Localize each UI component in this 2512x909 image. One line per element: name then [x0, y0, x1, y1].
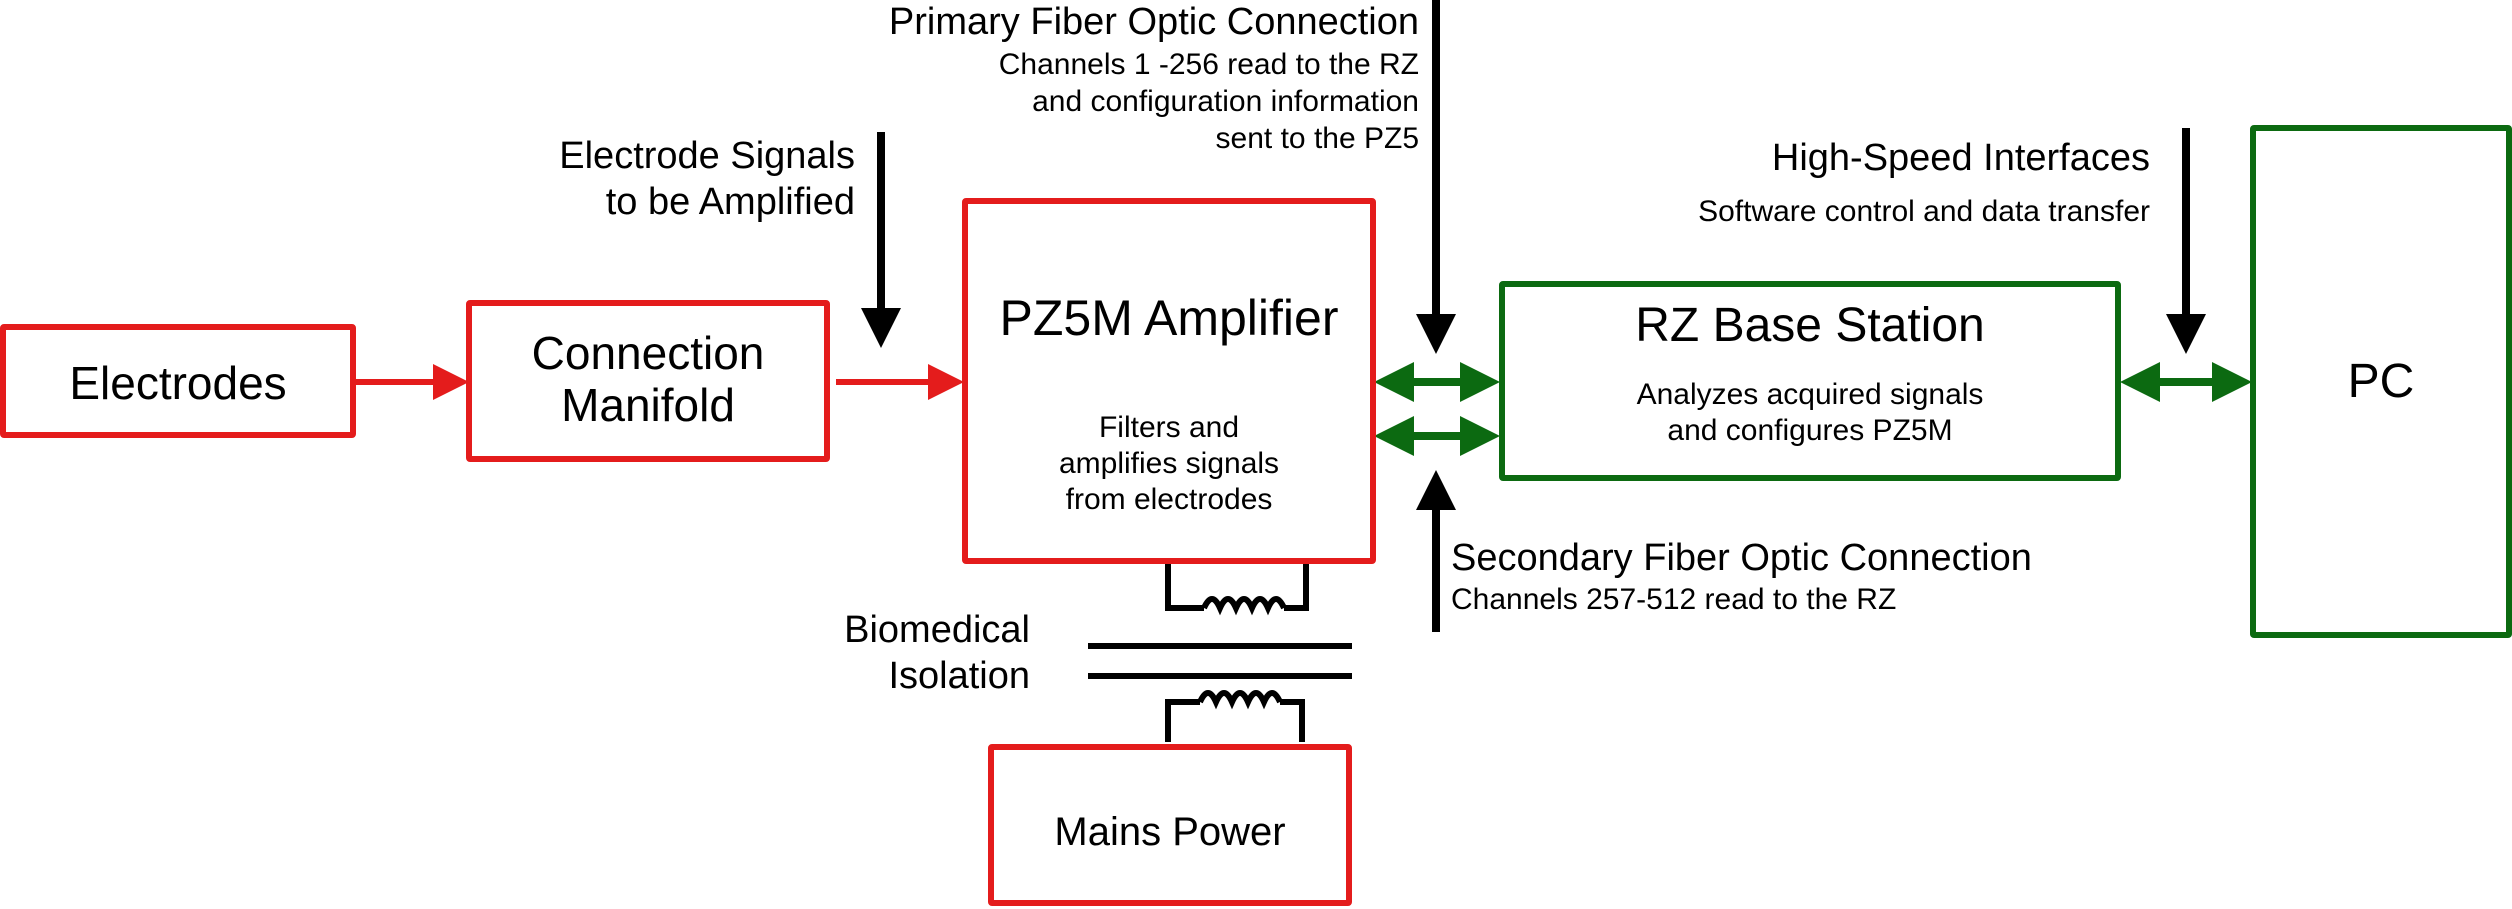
- primary-fiber-title: Primary Fiber Optic Connection: [888, 1, 1419, 43]
- secondary-fiber-desc: Channels 257-512 read to the RZ: [1451, 582, 1897, 616]
- biomedical-isolation-line-1: Biomedical: [844, 609, 1030, 651]
- rz-base-station-box: RZ Base Station Analyzes acquired signal…: [1499, 281, 2121, 481]
- isolation-transformer-icon: [1088, 562, 1352, 742]
- connection-manifold-title: Connection Manifold: [472, 327, 824, 431]
- electrodes-box: Electrodes: [0, 324, 356, 438]
- pz5m-amplifier-box: PZ5M Amplifier Filters and amplifies sig…: [962, 198, 1376, 564]
- high-speed-interfaces-label: High-Speed Interfaces Software control a…: [1698, 136, 2150, 230]
- electrode-signals-label: Electrode Signals to be Amplified: [559, 134, 855, 225]
- pz5m-desc-line-1: Filters and: [1098, 411, 1240, 444]
- primary-fiber-label: Primary Fiber Optic Connection Channels …: [889, 0, 1419, 157]
- rz-base-station-description: Analyzes acquired signals and configures…: [1505, 377, 2115, 449]
- primary-fiber-desc-line-3: sent to the PZ5: [1215, 121, 1419, 155]
- pz5m-desc-line-2: amplifies signals: [1058, 447, 1280, 480]
- pz5m-amplifier-title: PZ5M Amplifier: [999, 290, 1339, 346]
- pz5m-desc-line-3: from electrodes: [1065, 483, 1273, 516]
- pc-title: PC: [2347, 355, 2415, 408]
- connection-manifold-box: Connection Manifold: [466, 300, 830, 462]
- rz-base-station-title: RZ Base Station: [1635, 299, 1985, 352]
- mains-power-title: Mains Power: [1054, 810, 1286, 854]
- secondary-fiber-title: Secondary Fiber Optic Connection: [1451, 537, 2032, 579]
- primary-fiber-desc-line-1: Channels 1 -256 read to the RZ: [998, 47, 1419, 81]
- high-speed-title: High-Speed Interfaces: [1771, 137, 2150, 179]
- electrode-signals-line-1: Electrode Signals: [559, 135, 855, 177]
- rz-desc-line-1: Analyzes acquired signals: [1636, 378, 1984, 411]
- connection-manifold-title-line-2: Manifold: [561, 378, 735, 431]
- primary-fiber-desc-line-2: and configuration information: [1032, 84, 1419, 118]
- high-speed-desc: Software control and data transfer: [1698, 194, 2150, 228]
- connection-manifold-title-line-1: Connection: [531, 327, 765, 379]
- pz5m-amplifier-description: Filters and amplifies signals from elect…: [968, 410, 1370, 518]
- rz-desc-line-2: and configures PZ5M: [1667, 414, 1953, 447]
- electrode-signals-line-2: to be Amplified: [605, 180, 855, 223]
- biomedical-isolation-line-2: Isolation: [888, 654, 1030, 697]
- secondary-fiber-label: Secondary Fiber Optic Connection Channel…: [1451, 536, 2032, 618]
- mains-power-box: Mains Power: [988, 744, 1352, 906]
- biomedical-isolation-label: Biomedical Isolation: [844, 608, 1030, 699]
- electrodes-title: Electrodes: [69, 357, 287, 409]
- pc-box: PC: [2250, 125, 2512, 638]
